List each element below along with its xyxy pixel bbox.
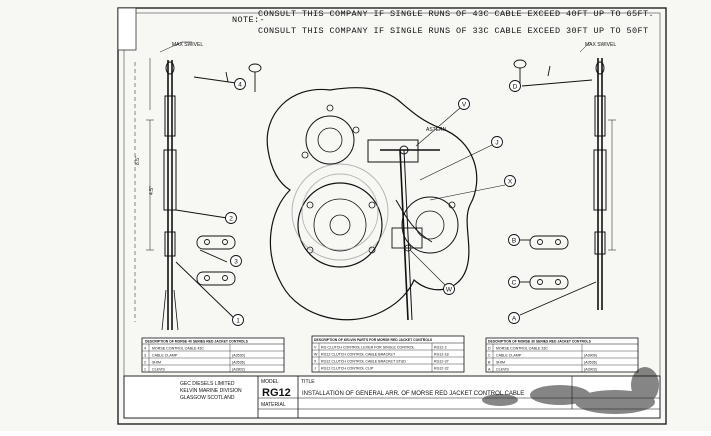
drawing-title: INSTALLATION OF GENERAL ARR. OF MORSE RE… [302,391,524,397]
svg-text:3: 3 [234,259,238,266]
svg-text:X: X [508,179,513,186]
svg-text:(A3909): (A3909) [584,354,597,358]
svg-text:2: 2 [229,216,233,223]
table-left-title: DESCRIPTION OF MORSE 40 SERIES RED JACKE… [145,340,249,344]
callout-1: 1 [232,314,244,326]
callout-b: B [508,234,520,246]
svg-text:1: 1 [144,368,146,372]
callout-v: V [458,98,470,110]
svg-text:SHIM: SHIM [152,361,161,365]
svg-text:(A3536): (A3536) [232,361,245,365]
svg-text:2: 2 [144,361,146,365]
parts-table-left: DESCRIPTION OF MORSE 40 SERIES RED JACKE… [141,337,285,373]
callout-3: 3 [230,255,242,267]
svg-text:CABLE CLAMP: CABLE CLAMP [152,354,178,358]
svg-text:C: C [512,280,517,287]
ink-smudge [482,367,659,414]
right-small-parts [513,59,597,316]
dim-left-8-5: 8.5" [135,156,141,165]
corner-tab [117,7,137,51]
callout-c: C [508,276,520,288]
svg-text:MORSE CONTROL CABLE 43C: MORSE CONTROL CABLE 43C [152,347,204,351]
svg-text:SHIM: SHIM [496,361,505,365]
svg-text:W: W [446,287,453,294]
svg-text:X: X [314,360,317,364]
note-line-2: CONSULT THIS COMPANY IF SINGLE RUNS OF 3… [258,26,649,36]
svg-text:B: B [488,361,491,365]
gearbox-housing [266,87,506,321]
svg-text:1: 1 [236,318,240,325]
note-prefix: NOTE:- [232,15,265,25]
right-cable-assembly [579,41,616,310]
svg-text:J: J [495,140,498,147]
callout-x: X [504,175,516,187]
callout-a: A [508,312,520,324]
svg-text:(A3903): (A3903) [584,368,597,372]
callout-w: W [443,283,455,295]
max-swivel-left: MAX SWIVEL [172,42,203,48]
svg-text:4: 4 [238,82,242,89]
callout-2: 2 [225,212,237,224]
svg-text:RG12-2: RG12-2 [434,346,447,350]
svg-text:RG12-37: RG12-37 [434,360,449,364]
svg-text:CABLE CLAMP: CABLE CLAMP [496,354,522,358]
svg-text:3: 3 [144,354,146,358]
callout-4: 4 [234,78,246,90]
svg-text:RG12 CLUTCH CONTROL CABLE BRAC: RG12 CLUTCH CONTROL CABLE BRACKET STUD [321,360,406,364]
max-swivel-right: MAX SWIVEL [585,42,616,48]
left-cable-assembly [134,41,192,331]
svg-text:C: C [488,354,491,358]
parts-table-center: DESCRIPTION OF KELVIN PARTS FOR MORSE RE… [311,335,465,373]
svg-text:RG12 CLUTCH CONTROL CABLE BRAC: RG12 CLUTCH CONTROL CABLE BRACKET [321,353,396,357]
company-line-1: GEC DIESELS LIMITED [180,381,235,387]
svg-text:RG12 CLUTCH CONTROL CLIP: RG12 CLUTCH CONTROL CLIP [321,367,374,371]
svg-text:D: D [513,84,518,91]
callout-j: J [491,136,503,148]
svg-text:(A3536): (A3536) [584,361,597,365]
svg-text:CLEVIS: CLEVIS [152,368,165,372]
svg-text:J: J [314,367,316,371]
company-line-2: KELVIN MARINE DIVISION [180,388,242,394]
astern-label: ASTERN [426,127,447,133]
svg-text:RG CLUTCH CONTROL LEVER FOR SI: RG CLUTCH CONTROL LEVER FOR SINGLE CONTR… [321,346,415,350]
svg-text:MORSE CONTROL CABLE 33C: MORSE CONTROL CABLE 33C [496,347,548,351]
svg-text:B: B [512,238,516,245]
svg-text:V: V [314,346,317,350]
svg-text:CLEVIS: CLEVIS [496,368,509,372]
outer-border [117,7,667,425]
svg-text:RG12-18: RG12-18 [434,353,449,357]
svg-text:A: A [512,316,517,323]
material-label: MATERIAL [261,402,286,408]
dim-left-4-5: 4.5" [149,186,155,195]
model-value: RG12 [262,387,291,399]
svg-text:(A3530): (A3530) [232,354,245,358]
note-line-1: CONSULT THIS COMPANY IF SINGLE RUNS OF 4… [258,9,654,19]
svg-text:4: 4 [144,347,146,351]
svg-text:RG12-32: RG12-32 [434,367,449,371]
svg-text:W: W [314,353,318,357]
callout-d: D [509,80,521,92]
company-line-3: GLASGOW SCOTLAND [180,395,235,401]
table-center-title: DESCRIPTION OF KELVIN PARTS FOR MORSE RE… [314,338,433,342]
watermark-seal [291,163,389,261]
svg-text:(A2802): (A2802) [232,368,245,372]
svg-text:D: D [488,347,491,351]
title-label: TITLE [301,379,315,385]
svg-text:V: V [462,102,467,109]
model-label: MODEL [261,379,279,385]
svg-text:A: A [488,368,491,372]
left-small-parts [175,63,262,319]
parts-table-right: DESCRIPTION OF MORSE 30 SERIES RED JACKE… [485,337,639,373]
table-right-title: DESCRIPTION OF MORSE 30 SERIES RED JACKE… [488,340,592,344]
